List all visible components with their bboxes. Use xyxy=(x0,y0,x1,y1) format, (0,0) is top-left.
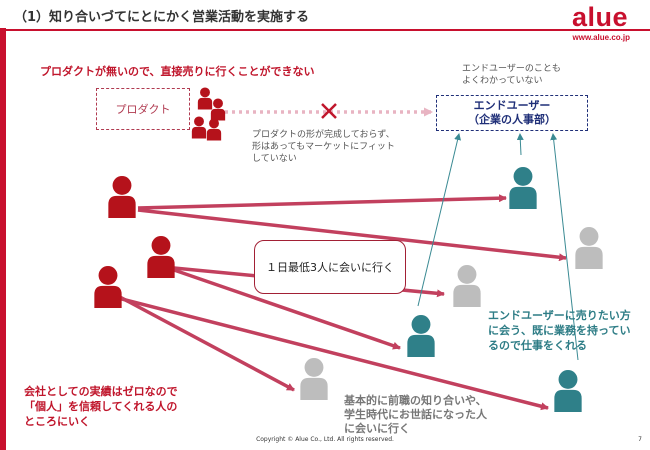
customer-gray-1-icon xyxy=(575,226,603,269)
enduser-box-title: エンドユーザー xyxy=(473,99,551,112)
customer-teal-1-icon xyxy=(509,166,537,209)
acquaintance-note: 基本的に前職の知り合いや、 学生時代にお世話になった人 に会いに行く xyxy=(344,394,487,435)
enduser-box: エンドユーザー （企業の人事部） xyxy=(436,95,588,131)
no-product-heading: プロダクトが無いので、直接売りに行くことができない xyxy=(40,65,315,78)
customer-gray-2-icon xyxy=(453,264,481,307)
customer-gray-3-icon xyxy=(300,357,328,400)
alue-logo: alue xyxy=(571,2,628,32)
team-icon xyxy=(191,87,226,141)
enduser-desire-note: エンドユーザーに売りたい方 に会う、既に業務を持ってい るので仕事をくれる xyxy=(488,309,631,352)
arrow-to-customer-5 xyxy=(117,294,295,392)
logo-url: www.alue.co.jp xyxy=(572,33,631,42)
teal-arrow-3 xyxy=(550,133,579,361)
customer-teal-2-icon xyxy=(407,314,435,357)
enduser-box-subtitle: （企業の人事部） xyxy=(468,113,556,126)
arrow-to-customer-2 xyxy=(137,208,567,262)
arrow-to-customer-6 xyxy=(117,296,549,411)
daily-visit-callout: １日最低3人に会いに行く xyxy=(254,240,406,294)
page-number: 7 xyxy=(638,436,642,443)
arrow-to-customer-1 xyxy=(137,194,507,210)
product-note: プロダクトの形が完成しておらず、 形はあってもマーケットにフィット していない xyxy=(252,130,395,164)
arrow-to-customer-4 xyxy=(173,268,401,350)
product-box: プロダクト xyxy=(96,88,190,130)
salesperson-2-icon xyxy=(147,235,175,278)
enduser-note: エンドユーザーのことも よくわかっていない xyxy=(462,64,561,86)
teal-arrow-2 xyxy=(516,133,524,156)
salesperson-1-icon xyxy=(108,175,136,218)
cross-icon xyxy=(321,103,337,119)
teal-arrow-1 xyxy=(417,133,462,307)
salesperson-3-icon xyxy=(94,265,122,308)
copyright: Copyright © Alue Co., Ltd. All rights re… xyxy=(256,436,394,443)
customer-teal-3-icon xyxy=(554,369,582,412)
left-accent-bar xyxy=(0,28,6,450)
company-track-record-note: 会社としての実績はゼロなので 「個人」を信頼してくれる人の ところにいく xyxy=(24,385,178,428)
slide-title: （1）知り合いづてにとにかく営業活動を実施する xyxy=(14,10,310,25)
